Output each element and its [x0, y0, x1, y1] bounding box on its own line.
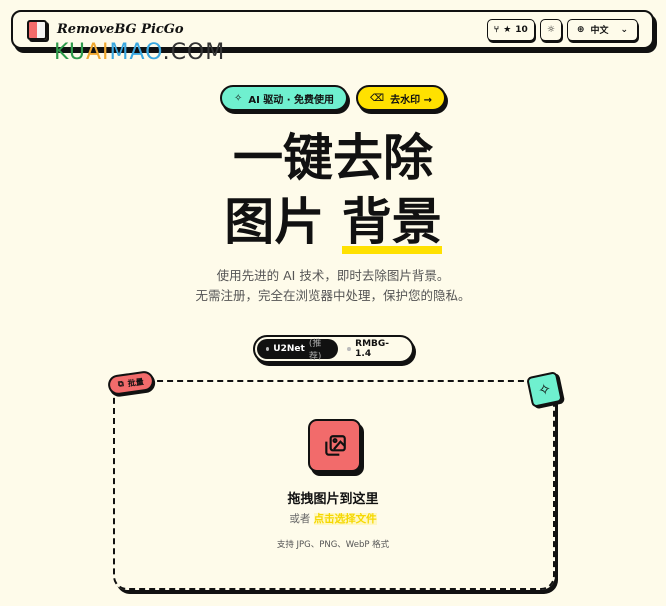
- dropzone-or: 或者 点击选择文件: [0, 511, 666, 526]
- hero-subtitle: 使用先进的 AI 技术，即时去除图片背景。无需注册，完全在浏览器中处理，保护您的…: [0, 266, 666, 306]
- subtitle-line: 无需注册，完全在浏览器中处理，保护您的隐私。: [195, 288, 471, 303]
- globe-icon: ⊕: [576, 24, 585, 35]
- star-count: 10: [515, 24, 528, 35]
- watermark-logo: KUAIMAO.COM: [54, 40, 226, 65]
- model-selector: U2Net(推荐) RMBG-1.4: [253, 335, 414, 363]
- sparkles-icon: ✧: [233, 92, 243, 104]
- star-icon: ★: [503, 24, 512, 35]
- hero-title-line2: 图片 背景: [0, 192, 666, 254]
- language-select[interactable]: ⊕ 中文 ⌄: [566, 18, 638, 41]
- sparkles-icon: ✧: [526, 371, 563, 408]
- model-name: RMBG-1.4: [355, 339, 390, 359]
- top-nav: RemoveBG PicGo ⑂★10 ☼ ⊕ 中文 ⌄: [11, 10, 654, 49]
- github-icon: ⑂: [493, 24, 500, 35]
- language-label: 中文: [590, 26, 609, 36]
- dropzone-title: 拖拽图片到这里: [287, 492, 379, 507]
- upload-dropzone[interactable]: [113, 380, 555, 590]
- chevron-down-icon: ⌄: [620, 24, 628, 35]
- choose-file-link[interactable]: 点击选择文件: [313, 513, 377, 525]
- ai-badge-label: AI 驱动 · 免费使用: [248, 94, 335, 106]
- model-note: (推荐): [308, 339, 322, 362]
- hero-title-part: 图片: [224, 193, 325, 251]
- images-icon: ⧉: [117, 379, 125, 389]
- model-name: U2Net: [273, 344, 305, 354]
- brand-name[interactable]: RemoveBG PicGo: [57, 22, 184, 37]
- logo-icon: [27, 19, 47, 40]
- hero-title-highlight: 背景: [341, 193, 442, 254]
- subtitle-line: 使用先进的 AI 技术，即时去除图片背景。: [216, 268, 450, 283]
- supported-formats: 支持 JPG、PNG、WebP 格式: [276, 540, 390, 550]
- or-label: 或者: [289, 513, 311, 525]
- github-button[interactable]: ⑂★10: [486, 18, 535, 41]
- sun-icon: ☼: [546, 24, 555, 35]
- theme-toggle-button[interactable]: ☼: [539, 18, 562, 41]
- watermark-remover-link[interactable]: ⌫ 去水印 →: [356, 85, 447, 111]
- upload-image-icon[interactable]: [308, 419, 361, 472]
- eraser-icon: ⌫: [370, 92, 385, 104]
- batch-label: 批量: [127, 376, 145, 388]
- model-option-u2net[interactable]: U2Net(推荐): [257, 339, 339, 362]
- hero-title-line1: 一键去除: [233, 129, 433, 187]
- ai-badge: ✧ AI 驱动 · 免费使用: [219, 85, 349, 111]
- watermark-link-label: 去水印 →: [390, 94, 433, 106]
- model-option-rmbg[interactable]: RMBG-1.4: [338, 339, 410, 359]
